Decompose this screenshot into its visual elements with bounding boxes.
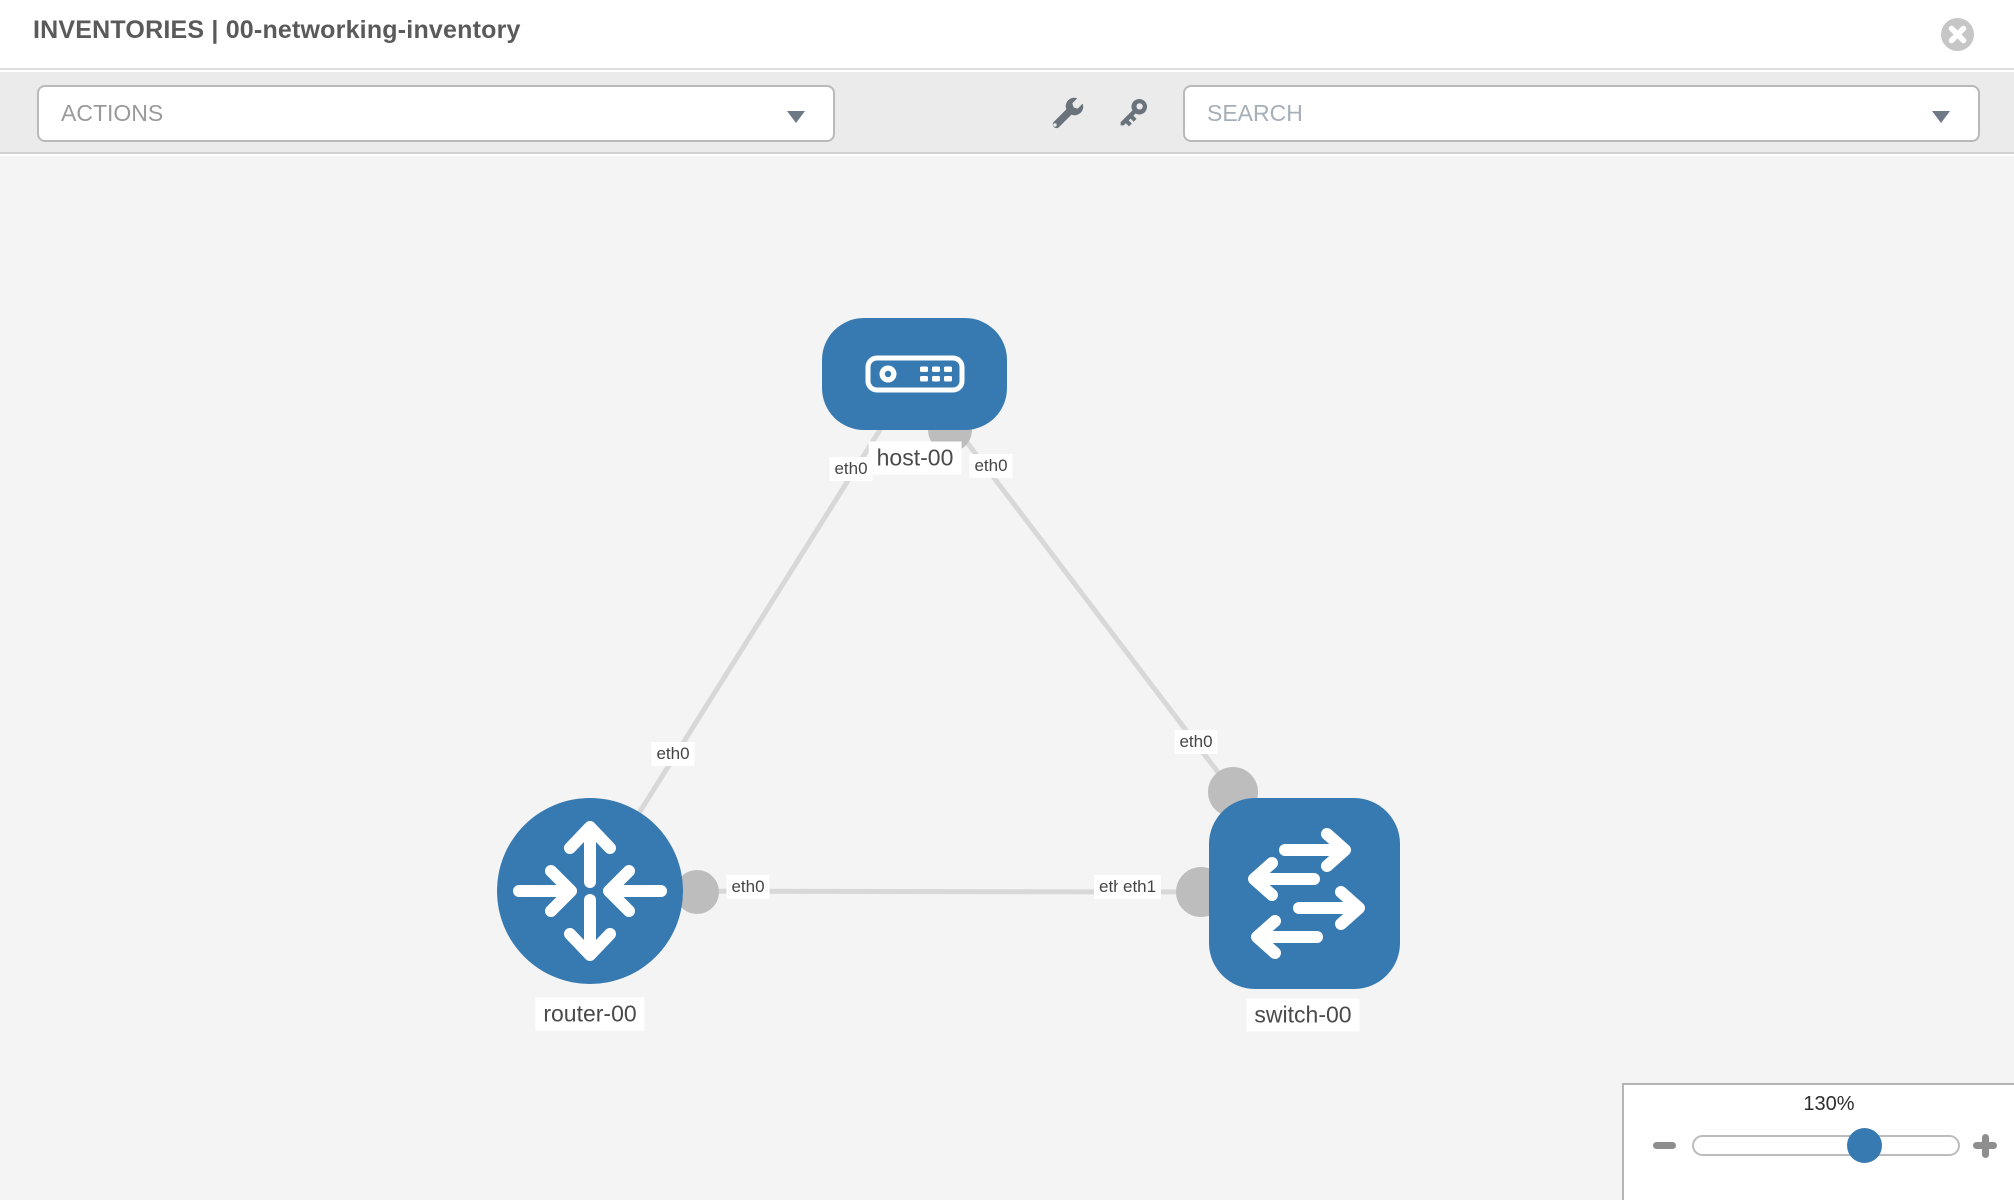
node-label-router: router-00 xyxy=(535,997,645,1031)
iface-label-host-right: eth0 xyxy=(969,454,1013,478)
close-icon xyxy=(1941,18,1974,51)
host-icon xyxy=(865,355,964,393)
header-bar: INVENTORIES | 00-networking-inventory xyxy=(0,0,2014,70)
close-button[interactable] xyxy=(1940,17,1975,52)
node-label-switch: switch-00 xyxy=(1246,998,1360,1032)
iface-label-router-top: eth0 xyxy=(651,742,695,766)
search-box xyxy=(1183,85,1980,142)
iface-label-switch-left: eth1 xyxy=(1118,875,1162,899)
chevron-down-icon xyxy=(787,111,805,123)
minus-icon xyxy=(1653,1142,1676,1149)
key-icon xyxy=(1120,98,1148,127)
actions-dropdown-label: ACTIONS xyxy=(61,100,164,126)
zoom-slider-thumb[interactable] xyxy=(1847,1128,1882,1163)
node-router-00[interactable] xyxy=(497,798,683,984)
node-host-00[interactable] xyxy=(822,318,1007,430)
link-host-switch xyxy=(913,372,1235,794)
node-label-host: host-00 xyxy=(868,441,962,475)
topology-canvas[interactable]: host-00 router-00 switch-00 eth0 eth0 et… xyxy=(0,156,2014,1200)
toolbar: ACTIONS xyxy=(0,72,2014,154)
search-chevron-down-icon xyxy=(1932,111,1950,123)
zoom-percent-value: 130% xyxy=(1803,1093,1855,1115)
wrench-button[interactable] xyxy=(1048,94,1086,132)
zoom-out-button[interactable] xyxy=(1647,1128,1681,1162)
zoom-slider-track[interactable] xyxy=(1692,1135,1960,1156)
iface-label-switch-top: eth0 xyxy=(1174,730,1218,754)
iface-label-host-left: eth0 xyxy=(829,457,873,481)
router-icon xyxy=(513,821,667,961)
zoom-control-panel: 130% xyxy=(1622,1083,2014,1200)
node-switch-00[interactable] xyxy=(1209,798,1400,989)
interface-dot-router xyxy=(675,870,719,914)
zoom-in-button[interactable] xyxy=(1968,1128,2002,1162)
search-input[interactable] xyxy=(1185,87,1978,140)
switch-icon xyxy=(1248,828,1365,959)
topology-edges-layer xyxy=(587,372,1258,917)
page-title: INVENTORIES | 00-networking-inventory xyxy=(33,16,521,44)
wrench-icon xyxy=(1052,97,1084,129)
key-button[interactable] xyxy=(1114,94,1152,132)
iface-label-router-right: eth0 xyxy=(726,875,770,899)
actions-dropdown[interactable]: ACTIONS xyxy=(37,85,835,142)
